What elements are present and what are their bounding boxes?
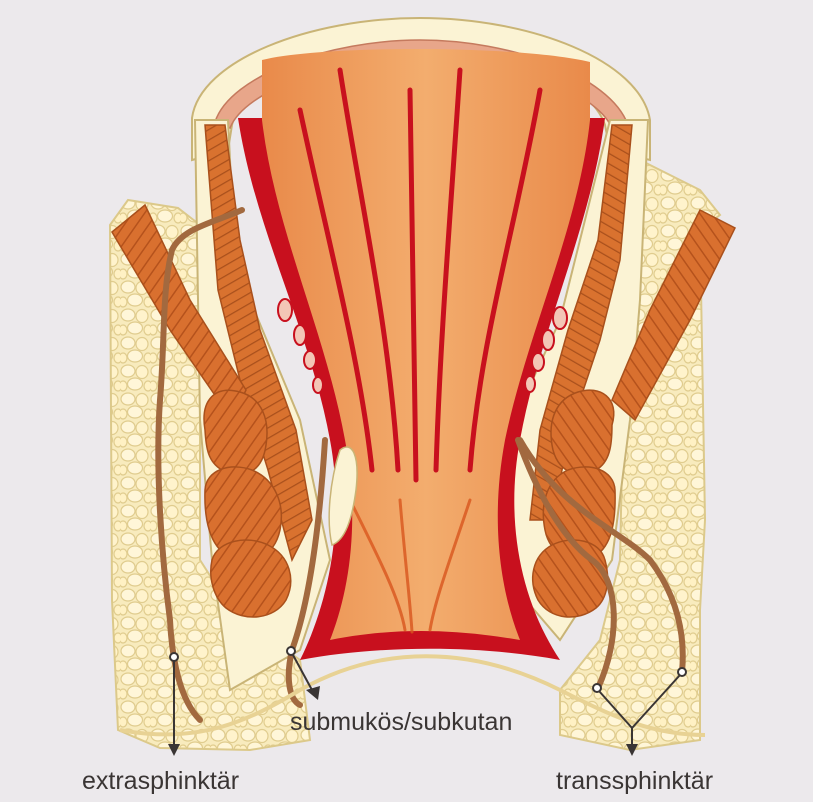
label-transsphincteric: transsphinktär: [556, 767, 713, 795]
vessel: [542, 330, 554, 350]
ext-sphincter-left-upper: [204, 390, 267, 474]
ext-sphincter-left-lower: [211, 540, 291, 617]
vessel: [313, 377, 323, 393]
label-extrasphincteric: extrasphinktär: [82, 767, 239, 795]
pointer-dot-submucosal: [287, 647, 295, 655]
pointer-dot-extrasphincteric: [170, 653, 178, 661]
vessel: [304, 351, 316, 369]
vessel: [553, 307, 567, 329]
ext-sphincter-right-lower: [533, 540, 608, 617]
vessel: [532, 353, 544, 371]
label-submucosal: submukös/subkutan: [290, 708, 512, 736]
ext-sphincter-right-upper: [551, 390, 614, 474]
vessel: [278, 299, 292, 321]
vessel: [525, 376, 535, 392]
vessel: [294, 325, 306, 345]
